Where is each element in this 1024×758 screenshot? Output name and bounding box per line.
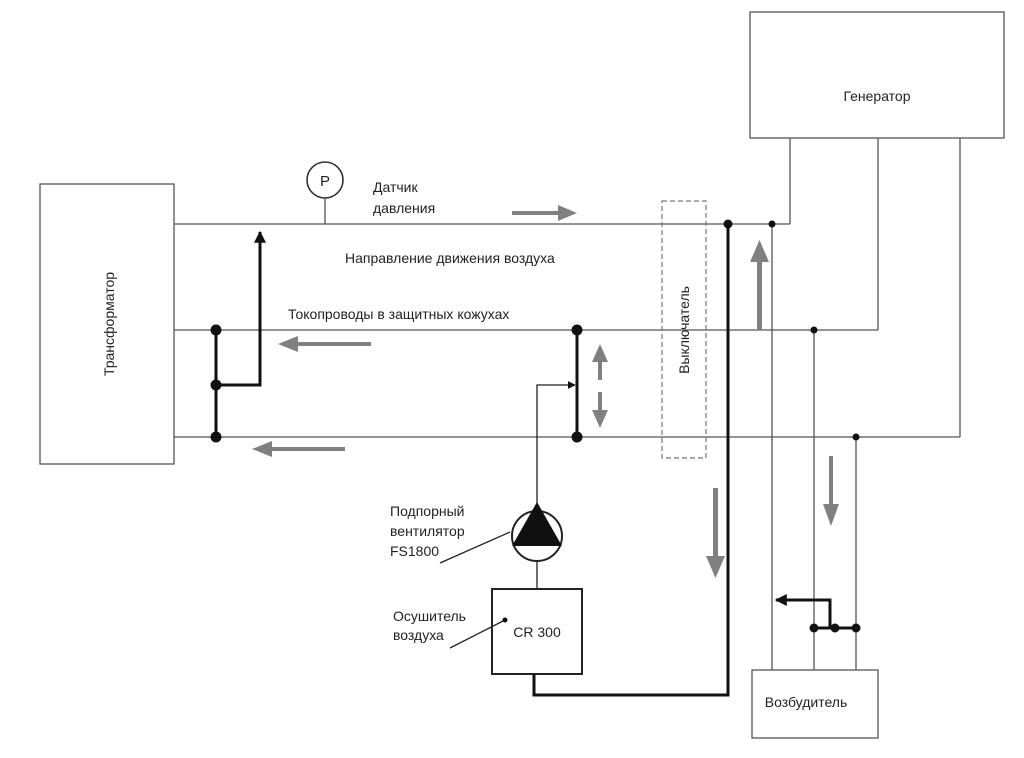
- junction-dots: [210, 219, 861, 633]
- exciter-label: Возбудитель: [765, 694, 848, 710]
- flow-arrow-down-return: [706, 488, 725, 578]
- exciter-branch: [774, 594, 856, 630]
- generator-box: Генератор: [749, 11, 1005, 139]
- dryer-label-2: воздуха: [393, 627, 444, 643]
- generator-label: Генератор: [843, 88, 910, 104]
- transformer-box: Трансформатор: [39, 183, 175, 465]
- duct-transformer-riser: [216, 230, 266, 387]
- pressure-sensor-label-2: давления: [373, 200, 435, 216]
- fan-supply-line: [536, 381, 576, 512]
- exciter-box: Возбудитель: [751, 669, 879, 739]
- transformer-label: Трансформатор: [101, 272, 117, 376]
- dryer-label-1: Осушитель: [393, 608, 466, 624]
- air-dryer-box: CR 300: [491, 588, 583, 675]
- air-direction-label: Направление движения воздуха: [345, 250, 555, 266]
- booster-fan: [511, 502, 563, 562]
- pressure-sensor: P: [306, 161, 344, 224]
- flow-arrows: [252, 205, 839, 578]
- flow-arrow-left-middle: [278, 336, 371, 352]
- breaker: Выключатель: [661, 200, 707, 459]
- air-dryer-model: CR 300: [513, 624, 561, 640]
- fan-label-1: Подпорный: [390, 503, 464, 519]
- pressure-sensor-symbol: P: [320, 173, 330, 190]
- duct-return-line: [532, 224, 730, 697]
- flow-arrow-down-exciter: [823, 456, 839, 526]
- flow-arrow-up-generator: [750, 240, 769, 330]
- fan-leader-line: [439, 531, 511, 564]
- dryer-leader-dot: [502, 617, 508, 623]
- flow-arrow-down-duct: [592, 392, 608, 428]
- breaker-label: Выключатель: [676, 286, 692, 374]
- flow-arrow-left-bottom: [252, 441, 345, 457]
- flow-arrow-up-duct: [592, 344, 608, 380]
- flow-arrow-right: [512, 205, 577, 221]
- fan-label-3: FS1800: [390, 543, 439, 559]
- busbars-label: Токопроводы в защитных кожухах: [288, 306, 509, 322]
- fan-label-2: вентилятор: [390, 523, 465, 539]
- pressure-sensor-label-1: Датчик: [373, 179, 418, 195]
- dryer-leader-line: [449, 619, 506, 649]
